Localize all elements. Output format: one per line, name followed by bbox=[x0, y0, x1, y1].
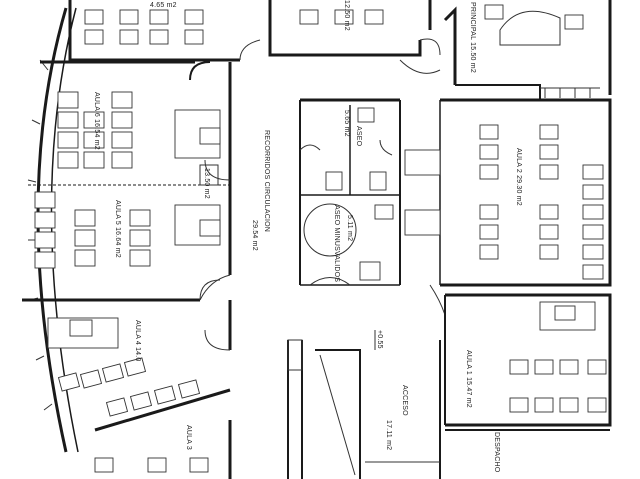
aula3-furniture bbox=[94, 420, 232, 479]
room-label-acceso: ACCESO bbox=[401, 385, 408, 416]
room-label-principal: PRINCIPAL 15.50 m2 bbox=[469, 2, 476, 73]
room-label-despacho: DESPACHO bbox=[493, 432, 500, 473]
room-label-aula5: AULA 5 16.64 m2 bbox=[114, 200, 121, 258]
acceso-walls bbox=[287, 330, 610, 479]
room-area-top-center: 12.50 m2 bbox=[343, 0, 350, 31]
aula6-furniture bbox=[57, 91, 221, 169]
room-label-aula6: AULA 6 16.54 m2 bbox=[93, 92, 100, 150]
left-classrooms-walls bbox=[22, 60, 232, 350]
aseos-walls bbox=[299, 98, 401, 286]
room-area-aseo: 5.65 m2 bbox=[343, 110, 350, 137]
room-label-aula3: AULA 3 bbox=[185, 425, 192, 450]
level-mark: +0.55 bbox=[376, 330, 383, 349]
room-area-acceso: 17.11 m2 bbox=[385, 420, 392, 451]
room-label-aseo-minusvalidos: ASEO MINUSVALIDOS bbox=[333, 205, 340, 283]
room-area-aseo-minusvalidos: 5.11 m2 bbox=[346, 215, 353, 242]
room-area-corridor: 29.54 m2 bbox=[251, 220, 258, 251]
aula2-walls bbox=[404, 98, 612, 287]
top-furniture bbox=[84, 4, 584, 61]
room-area-top-left: 4.65 m2 bbox=[150, 2, 177, 9]
room-label-corridor: RECORRIDOS CIRCULACION bbox=[263, 130, 270, 233]
room-label-aseo: ASEO bbox=[355, 126, 362, 147]
aula4-furniture bbox=[47, 317, 231, 432]
aula1-walls bbox=[444, 293, 612, 427]
room-label-aula2: AULA 2 29.30 m2 bbox=[515, 148, 522, 206]
aula5-furniture bbox=[34, 191, 221, 269]
room-area-aula6-side: 13.50 m2 bbox=[203, 168, 210, 199]
top-rooms-walls bbox=[68, 0, 612, 101]
room-label-aula4: AULA 4 14.0 bbox=[134, 320, 141, 362]
room-label-aula1: AULA 1 15.47 m2 bbox=[465, 350, 472, 408]
corridor-doors bbox=[199, 59, 446, 316]
